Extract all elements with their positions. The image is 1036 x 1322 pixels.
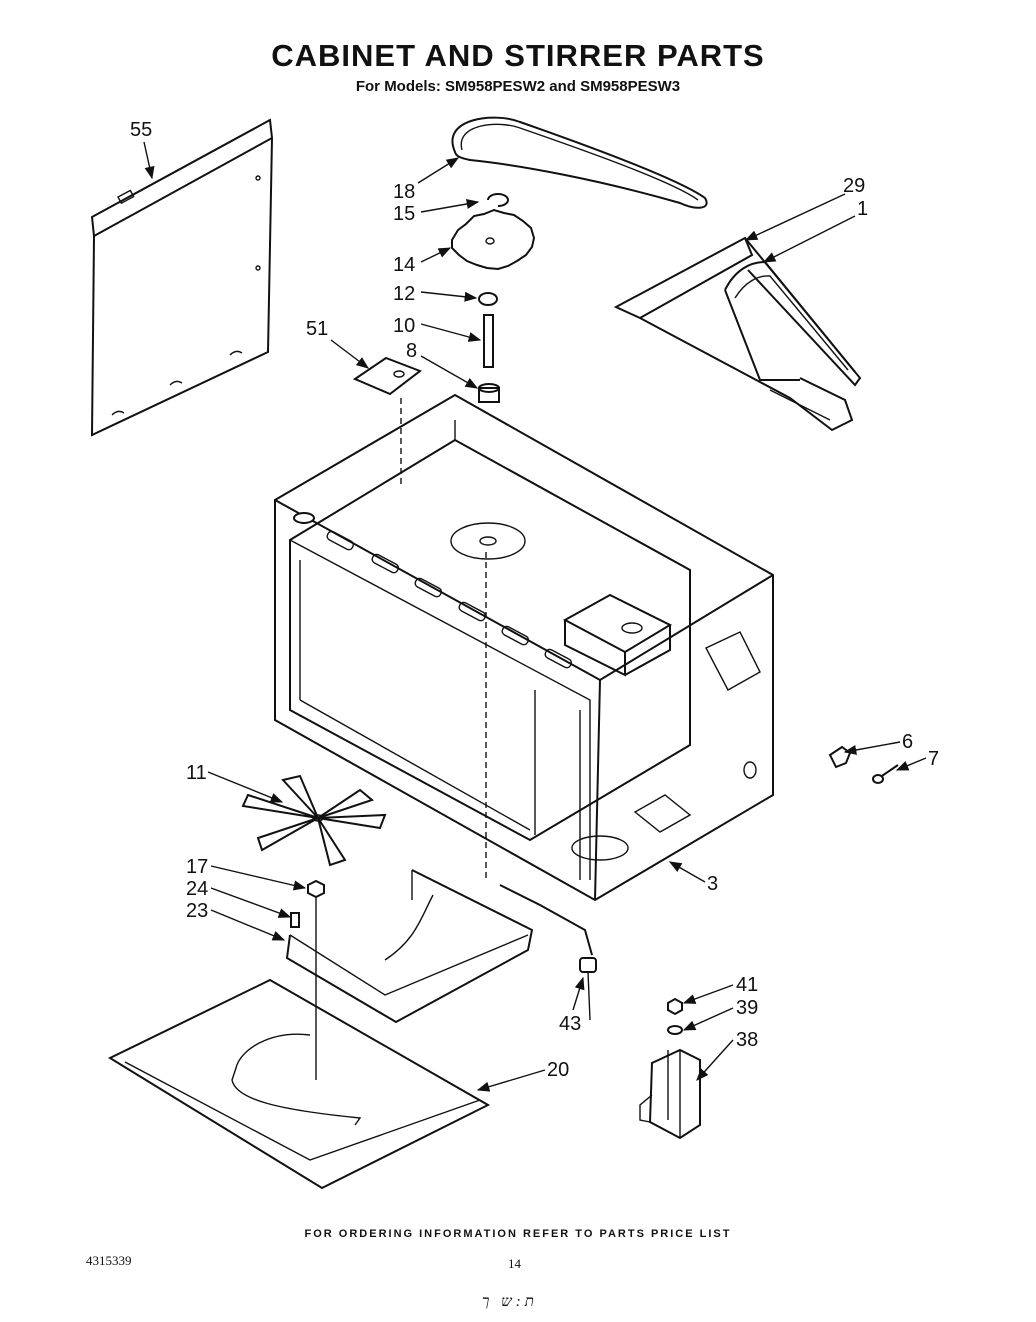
- model-subtitle: For Models: SM958PESW2 and SM958PESW3: [355, 78, 681, 95]
- part-label-23: 23: [186, 900, 208, 922]
- leader-lines: [143, 141, 927, 1092]
- stirrer-gear-part: [451, 208, 536, 271]
- air-duct-part: [285, 869, 534, 1024]
- part-label-11: 11: [186, 762, 207, 784]
- part-label-43: 43: [559, 1013, 581, 1035]
- handwritten-mark: ת:ש ך: [482, 1294, 538, 1310]
- stirrer-blade-part: [241, 774, 387, 867]
- part-label-10: 10: [393, 315, 415, 337]
- base-plate-part: [107, 978, 491, 1190]
- part-label-24: 24: [186, 878, 208, 900]
- part-label-29: 29: [843, 175, 865, 197]
- part-label-14: 14: [393, 254, 415, 276]
- part-label-38: 38: [736, 1029, 758, 1051]
- page-number: 14: [508, 1256, 521, 1271]
- part-label-1: 1: [857, 198, 868, 220]
- washer-part: [478, 292, 498, 306]
- screw-part: [872, 764, 899, 784]
- part-label-7: 7: [928, 748, 939, 770]
- part-label-3: 3: [707, 873, 718, 895]
- lock-nut-part: [667, 997, 683, 1016]
- side-panel-part: [90, 118, 274, 437]
- part-label-8: 8: [406, 340, 417, 362]
- nut-part: [307, 879, 325, 899]
- bearing-part: [478, 383, 500, 403]
- cabinet-part: [274, 393, 774, 902]
- drive-belt-part: [451, 116, 708, 209]
- cover-plate-part: [352, 356, 423, 488]
- latch-washer-part: [667, 1025, 683, 1035]
- bolt-part: [290, 912, 300, 928]
- part-label-6: 6: [902, 731, 913, 753]
- part-label-12: 12: [393, 283, 415, 305]
- part-label-20: 20: [547, 1059, 569, 1081]
- top-bracket-part: [613, 236, 862, 432]
- door-latch-part: [639, 1048, 701, 1140]
- part-label-41: 41: [736, 974, 758, 996]
- ordering-info-note: FOR ORDERING INFORMATION REFER TO PARTS …: [304, 1228, 732, 1240]
- part-label-15: 15: [393, 203, 415, 225]
- part-label-17: 17: [186, 856, 208, 878]
- part-label-51: 51: [306, 318, 328, 340]
- document-number: 4315339: [86, 1253, 132, 1268]
- thermal-cutout-part: [499, 884, 597, 1021]
- clip-ring-part: [487, 193, 509, 207]
- stirrer-shaft-part: [483, 314, 494, 368]
- part-label-55: 55: [130, 119, 152, 141]
- part-label-39: 39: [736, 997, 758, 1019]
- part-label-18: 18: [393, 181, 415, 203]
- page-title: CABINET AND STIRRER PARTS: [271, 38, 765, 73]
- clamp-part: [828, 745, 852, 769]
